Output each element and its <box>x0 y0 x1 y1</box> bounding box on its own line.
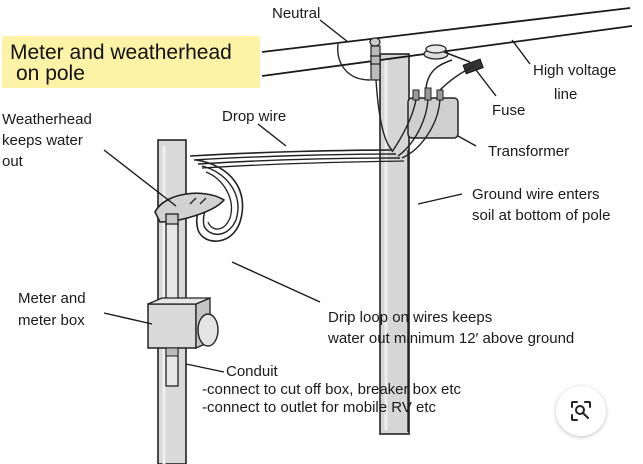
label-transformer: Transformer <box>488 143 570 160</box>
pole-insulator <box>369 37 381 81</box>
weatherhead <box>154 192 226 227</box>
high-voltage-line <box>261 25 633 77</box>
label-ground-2: soil at bottom of pole <box>472 207 611 224</box>
label-high-voltage-1: High voltage <box>533 62 617 79</box>
label-meter-2: meter box <box>18 312 85 329</box>
title-line-1: Meter and weatherhead <box>10 41 232 64</box>
title-line-2: on pole <box>16 62 85 85</box>
drop-wire <box>189 149 405 169</box>
label-drop-wire: Drop wire <box>222 108 287 125</box>
label-weatherhead-1: Weatherhead <box>2 111 92 128</box>
label-weatherhead-2: keeps water <box>2 132 83 149</box>
label-fuse: Fuse <box>492 102 526 119</box>
transformer <box>391 59 475 159</box>
meter-box <box>147 297 219 357</box>
label-drip-1: Drip loop on wires keeps <box>328 309 493 326</box>
image-search-icon <box>571 401 591 421</box>
label-meter-1: Meter and <box>18 290 86 307</box>
label-conduit-note-2: -connect to outlet for mobile RV etc <box>202 399 437 416</box>
label-weatherhead-3: out <box>2 153 23 170</box>
label-ground-1: Ground wire enters <box>472 186 600 203</box>
label-high-voltage-2: line <box>554 86 578 103</box>
utility-pole <box>379 53 410 435</box>
label-conduit: Conduit <box>226 363 278 380</box>
label-drip-2: water out minimum 12′ above ground <box>328 330 575 347</box>
leader-lines <box>103 19 531 373</box>
visual-search-button[interactable] <box>556 386 606 436</box>
label-neutral: Neutral <box>272 5 321 22</box>
neutral-line <box>261 7 631 53</box>
title-highlight: Meter and weatherhead on pole <box>2 36 260 88</box>
label-conduit-note-1: -connect to cut off box, breaker box etc <box>202 381 462 398</box>
